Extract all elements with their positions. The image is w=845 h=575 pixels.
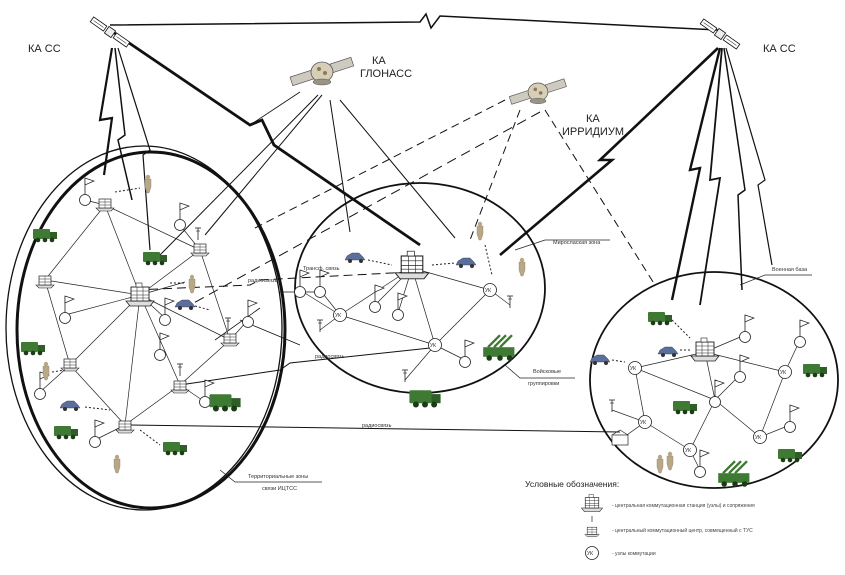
label-sat-left: КА СС <box>28 43 61 55</box>
legend-title: Условные обозначения: <box>525 479 619 489</box>
svg-text:УК: УК <box>630 366 636 372</box>
svg-text:УК: УК <box>685 448 691 454</box>
svg-text:УК: УК <box>780 370 786 376</box>
legend: Условные обозначения: - центральная комм… <box>525 479 755 560</box>
satellite-ss-right <box>699 18 741 50</box>
zone-left <box>5 145 287 511</box>
long-range-links <box>98 12 773 433</box>
label-iridium-1: КА <box>586 113 600 125</box>
label-glonass-2: ГЛОНАСС <box>360 68 412 80</box>
label-zone-left-1: Территориальные зоны <box>248 474 308 480</box>
label-radio-low: радиосвязь <box>248 278 278 284</box>
label-radio-mid: радиосвязь <box>315 354 345 360</box>
svg-text:УК: УК <box>485 288 491 294</box>
satellite-glonass <box>289 56 355 87</box>
label-zone-center: Мирослаская зона <box>553 240 601 246</box>
leader-lines <box>219 239 812 483</box>
legend-item-1: - центральный коммутационный центр, совм… <box>612 527 753 534</box>
label-iridium-2: ИРРИДИУМ <box>562 126 624 138</box>
svg-text:УК: УК <box>335 313 341 319</box>
label-troops-2: группировки <box>528 381 559 387</box>
svg-text:УК: УК <box>640 420 646 426</box>
svg-text:УК: УК <box>587 551 593 557</box>
legend-icon-switch-center <box>584 526 600 538</box>
left-zone-links <box>39 199 249 441</box>
left-zone-dotted-links <box>51 187 211 446</box>
label-zone-left-2: связи ИЦТСС <box>262 486 297 492</box>
label-troops-1: Войсковые <box>533 368 561 375</box>
left-zone-devices <box>21 174 258 474</box>
label-transfer: Трансф. связь <box>303 266 340 272</box>
label-glonass-1: КА <box>372 55 386 67</box>
legend-icon-central-station <box>581 494 603 513</box>
legend-item-0: - центральная коммутационная станция (уз… <box>612 503 755 509</box>
right-zone-devices: УК УК УК УК УК <box>589 312 827 488</box>
svg-text:УК: УК <box>755 435 761 441</box>
label-sat-right: КА СС <box>763 43 796 55</box>
svg-text:УК: УК <box>430 343 436 349</box>
label-radio-bottom: радиосвязь <box>362 423 392 429</box>
center-zone-devices: УК УК УК <box>294 221 526 408</box>
zone-right <box>589 271 839 489</box>
zone-center <box>294 182 546 394</box>
satellite-iridium <box>508 78 567 105</box>
right-zone-dotted-links <box>611 319 691 363</box>
center-zone-dotted-links <box>367 244 493 276</box>
satellite-ss-left <box>89 16 131 48</box>
legend-item-2: - узлы коммутации <box>612 551 656 557</box>
label-zone-right: Военная база <box>772 267 808 273</box>
